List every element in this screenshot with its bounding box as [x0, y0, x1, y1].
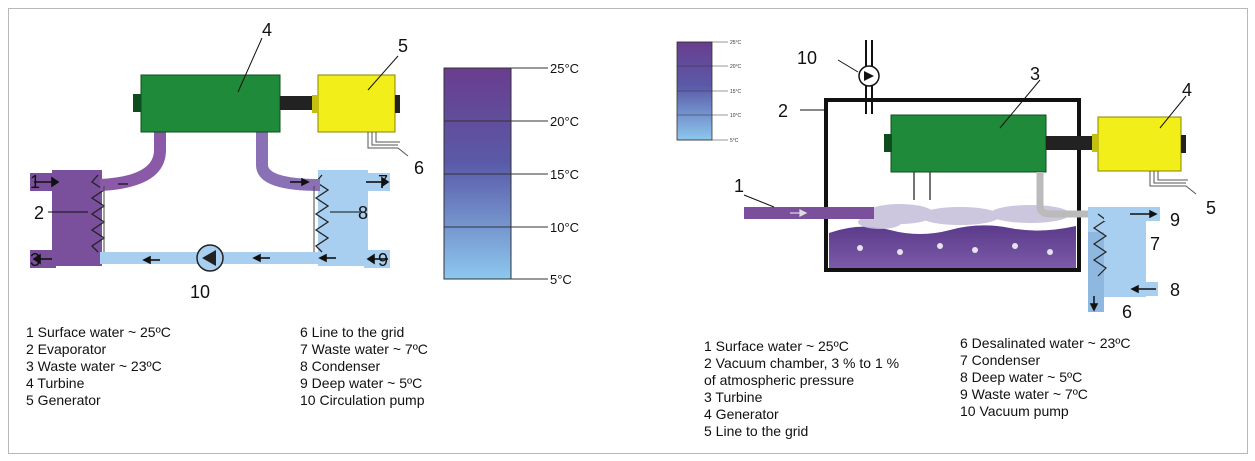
- legend-item: 2 Evaporator: [26, 341, 107, 357]
- label-5: 5: [398, 36, 408, 56]
- scale-tick: 25°C: [550, 61, 579, 76]
- scale-tick: 10°C: [550, 220, 579, 235]
- label-1: 1: [30, 172, 40, 192]
- left-diagram: 25°C 20°C 15°C 10°C 5°C 1 2 3 4 5 6 7 8 …: [30, 20, 579, 302]
- label-2: 2: [34, 203, 44, 223]
- legend-left-col2: 6 Line to the grid 7 Waste water ~ 7ºC 8…: [300, 324, 428, 409]
- legend-item: of atmospheric pressure: [704, 372, 855, 388]
- shaft-left: [280, 96, 318, 110]
- evaporator: [52, 170, 102, 266]
- legend-right-col2: 6 Desalinated water ~ 23ºC 7 Condenser 8…: [960, 335, 1131, 420]
- legend-item: 1 Surface water ~ 25ºC: [26, 324, 171, 340]
- legend-item: 9 Waste water ~ 7ºC: [960, 386, 1088, 402]
- label-7: 7: [1150, 234, 1160, 254]
- legend-item: 7 Condenser: [960, 352, 1041, 368]
- shaft-right: [1046, 136, 1098, 150]
- label-8: 8: [1170, 280, 1180, 300]
- label-3: 3: [1030, 64, 1040, 84]
- legend-item: 6 Line to the grid: [300, 324, 405, 340]
- label-1: 1: [734, 176, 744, 196]
- surface-water-pipe: [744, 207, 874, 219]
- flow-arrows-left: [32, 176, 390, 265]
- flow-arrows-right: [1089, 209, 1158, 312]
- pipe-vapor-left: [99, 128, 166, 191]
- figure-frame: [8, 8, 1248, 454]
- turbine-right: [890, 114, 1047, 173]
- legend-item: 6 Desalinated water ~ 23ºC: [960, 335, 1131, 351]
- label-4: 4: [262, 20, 272, 40]
- legend-item: 10 Circulation pump: [300, 392, 425, 408]
- scale-tick: 20°C: [550, 114, 579, 129]
- label-8: 8: [358, 203, 368, 223]
- generator-right: [1097, 116, 1182, 172]
- legend-left-col1: 1 Surface water ~ 25ºC 2 Evaporator 3 Wa…: [26, 324, 171, 409]
- legend-item: 8 Condenser: [300, 358, 381, 374]
- legend-right-col1: 1 Surface water ~ 25ºC 2 Vacuum chamber,…: [704, 338, 899, 440]
- label-9: 9: [378, 250, 388, 270]
- chamber-bubbles: [857, 243, 1053, 255]
- condenser-coil: [314, 174, 330, 253]
- condenser: [318, 170, 368, 266]
- label-10: 10: [797, 48, 817, 68]
- scale-tick: 25°C: [730, 40, 742, 46]
- scale-tick: 15°C: [550, 167, 579, 182]
- label-10: 10: [190, 282, 210, 302]
- evaporator-coil: [90, 174, 106, 253]
- legend-item: 1 Surface water ~ 25ºC: [704, 338, 849, 354]
- flash-spray: [858, 204, 1070, 229]
- legend-item: 2 Vacuum chamber, 3 % to 1 %: [704, 355, 900, 371]
- scale-tick: 5°C: [730, 138, 739, 144]
- label-4: 4: [1182, 80, 1192, 100]
- scale-tick: 20°C: [730, 64, 742, 70]
- scale-tick: 10°C: [730, 113, 742, 119]
- legend-item: 5 Line to the grid: [704, 423, 809, 439]
- label-3: 3: [30, 250, 40, 270]
- legend-item: 4 Turbine: [26, 375, 85, 391]
- turbine: [140, 74, 281, 133]
- legend-item: 7 Waste water ~ 7ºC: [300, 341, 428, 357]
- label-5: 5: [1206, 198, 1216, 218]
- label-9: 9: [1170, 210, 1180, 230]
- label-6: 6: [414, 158, 424, 178]
- generator: [317, 74, 396, 133]
- label-7: 7: [378, 172, 388, 192]
- chamber-water: [829, 225, 1076, 268]
- right-diagram: 25°C 20°C 15°C 10°C 5°C: [676, 40, 1216, 322]
- pipe-vapor-right: [256, 128, 321, 191]
- legend-item: 3 Waste water ~ 23ºC: [26, 358, 162, 374]
- condenser-coil-right: [1092, 213, 1108, 277]
- scale-tick: 15°C: [730, 89, 742, 95]
- vapor-pipe: [1036, 172, 1094, 218]
- legend-item: 3 Turbine: [704, 389, 763, 405]
- legend-item: 5 Generator: [26, 392, 101, 408]
- legend-item: 4 Generator: [704, 406, 779, 422]
- legend-item: 10 Vacuum pump: [960, 403, 1069, 419]
- label-2: 2: [778, 101, 788, 121]
- legend-item: 8 Deep water ~ 5ºC: [960, 369, 1083, 385]
- legend-item: 9 Deep water ~ 5ºC: [300, 375, 423, 391]
- scale-tick: 5°C: [550, 272, 572, 287]
- label-6: 6: [1122, 302, 1132, 322]
